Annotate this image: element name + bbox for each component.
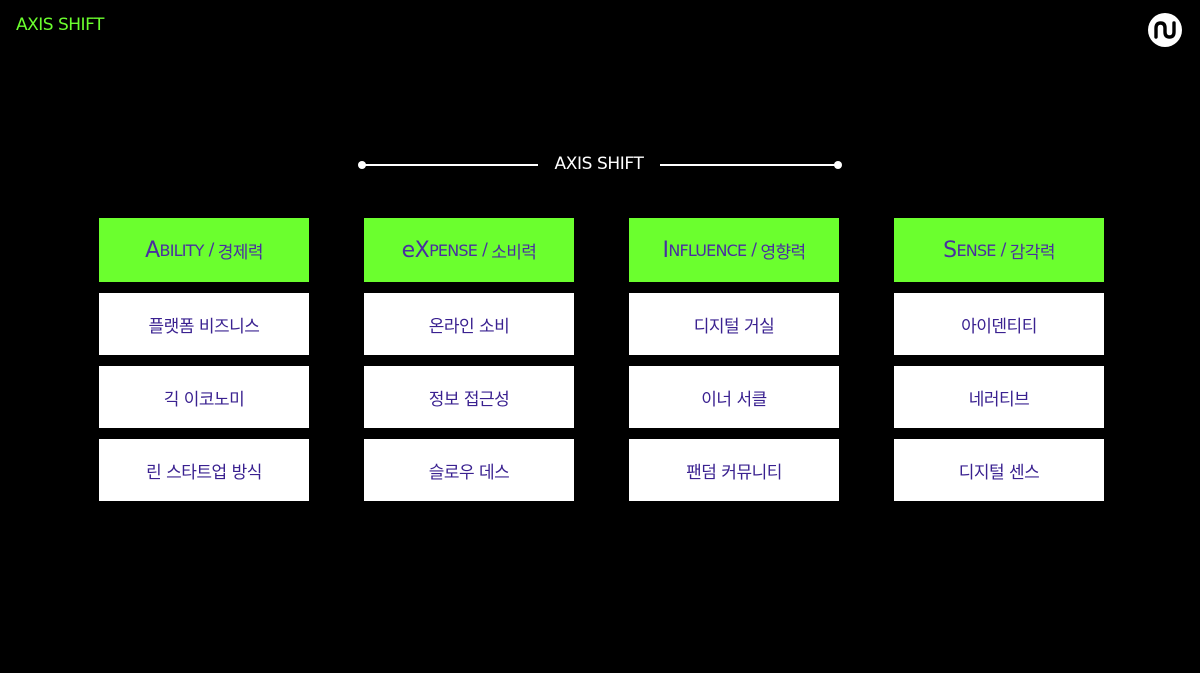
header-initial: A: [145, 237, 160, 263]
list-item: 슬로우 데스: [364, 439, 574, 501]
header-korean: 영향력: [760, 242, 806, 263]
list-item: 긱 이코노미: [99, 366, 309, 428]
list-item: 디지털 거실: [629, 293, 839, 355]
header-initial: S: [943, 237, 957, 263]
list-item: 아이덴티티: [894, 293, 1104, 355]
list-item: 온라인 소비: [364, 293, 574, 355]
section-header: AXIS SHIFT: [358, 150, 842, 180]
header-line-left: [362, 164, 538, 166]
header-word: PENSE: [429, 240, 478, 260]
header-word: BILITY: [159, 240, 205, 260]
header-word: NFLUENCE: [668, 240, 747, 260]
list-item: 정보 접근성: [364, 366, 574, 428]
header-separator: /: [208, 240, 215, 260]
header-word: ENSE: [956, 240, 996, 260]
header-initial: eX: [401, 237, 430, 263]
brand-logo: [1148, 13, 1182, 47]
corner-title: AXIS SHIFT: [16, 15, 104, 35]
header-separator: /: [751, 240, 757, 260]
list-item: 플랫폼 비즈니스: [99, 293, 309, 355]
list-item: 네러티브: [894, 366, 1104, 428]
header-separator: /: [482, 240, 488, 260]
list-item: 린 스타트업 방식: [99, 439, 309, 501]
list-item: 디지털 센스: [894, 439, 1104, 501]
section-title: AXIS SHIFT: [554, 154, 644, 174]
header-korean: 감각력: [1009, 242, 1056, 263]
list-item: 팬덤 커뮤니티: [629, 439, 839, 501]
header-separator: /: [1000, 240, 1007, 260]
list-item: 이너 서클: [629, 366, 839, 428]
header-line-dot-right: [834, 161, 842, 169]
header-korean: 경제력: [217, 242, 264, 263]
header-korean: 소비력: [491, 242, 537, 263]
header-initial: I: [662, 237, 669, 263]
m-wave-logo-icon: [1154, 21, 1176, 39]
header-line-right: [660, 164, 836, 166]
